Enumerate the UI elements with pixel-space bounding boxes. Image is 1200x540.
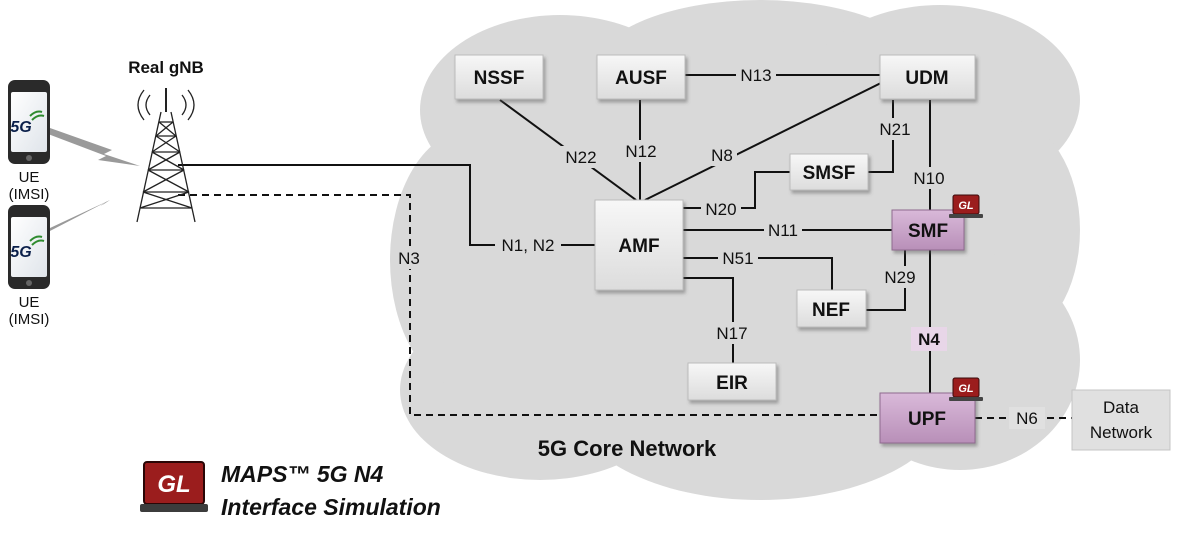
radio-link-1 — [48, 128, 140, 166]
ue-1-label-line1: UE — [19, 169, 40, 186]
udm-label: UDM — [905, 68, 948, 89]
udm-node — [879, 54, 976, 100]
caption-line2: Interface Simulation — [221, 494, 441, 520]
label-n11: N11 — [768, 221, 798, 240]
interface-labels: N1, N2 N3 N22 N12 N13 N8 N21 N10 N20 N11… — [392, 64, 1045, 429]
gl-badge-text: GL — [958, 200, 974, 212]
label-n12: N12 — [625, 142, 656, 161]
label-n1-n2: N1, N2 — [502, 236, 555, 255]
ausf-node — [596, 54, 686, 100]
label-n20: N20 — [705, 200, 736, 219]
core-network-cloud — [390, 0, 1080, 500]
ausf-label: AUSF — [615, 68, 667, 89]
label-n13: N13 — [740, 66, 771, 85]
data-network-node: Data Network — [1071, 389, 1171, 451]
gnb-tower-icon — [136, 88, 196, 223]
ue-5g-logo: 5G — [10, 119, 31, 136]
label-n21: N21 — [879, 120, 910, 139]
label-n4: N4 — [918, 330, 940, 349]
radio-link-2 — [48, 186, 140, 232]
smf-gl-badge: GL — [949, 194, 983, 218]
label-n51: N51 — [722, 249, 753, 268]
caption-line1: MAPS™ 5G N4 — [221, 461, 384, 487]
ue-2-label-line1: UE — [19, 294, 40, 311]
network-functions: NSSF AUSF UDM SMSF AMF SMF NEF EIR — [454, 54, 976, 444]
label-n22: N22 — [565, 148, 596, 167]
upf-label: UPF — [908, 409, 946, 430]
label-n8: N8 — [711, 146, 733, 165]
label-n3: N3 — [398, 249, 420, 268]
label-n29: N29 — [884, 268, 915, 287]
smsf-node — [789, 153, 869, 191]
gl-logo-icon: GL — [140, 461, 208, 512]
n8-link — [644, 76, 894, 201]
ue-2-label-line2: (IMSI) — [9, 311, 50, 328]
ue-1-label-line2: (IMSI) — [9, 186, 50, 203]
data-network-line1: Data — [1103, 398, 1139, 417]
nssf-label: NSSF — [474, 68, 525, 89]
label-n6: N6 — [1016, 409, 1038, 428]
amf-label: AMF — [618, 236, 659, 257]
nef-node — [796, 289, 867, 328]
label-n17: N17 — [716, 324, 747, 343]
smf-label: SMF — [908, 221, 948, 242]
label-n10: N10 — [913, 169, 944, 188]
radio-links — [48, 128, 140, 232]
ue-phone-1: 5G — [8, 80, 50, 164]
n3-link — [178, 194, 880, 416]
nef-label: NEF — [812, 300, 850, 321]
gl-logo-text: GL — [157, 471, 190, 498]
data-network-line2: Network — [1090, 423, 1153, 442]
upf-node — [879, 392, 976, 444]
eir-label: EIR — [716, 373, 748, 394]
core-network-title: 5G Core Network — [538, 436, 717, 461]
ue-5g-logo: 5G — [10, 244, 31, 261]
nssf-node — [454, 54, 544, 100]
ue-phone-2: 5G — [8, 205, 50, 289]
smsf-label: SMSF — [803, 163, 856, 184]
gl-badge-text: GL — [958, 383, 974, 395]
gnb-label: Real gNB — [128, 58, 204, 77]
amf-node — [594, 199, 684, 291]
eir-node — [687, 362, 777, 401]
upf-gl-badge: GL — [949, 377, 983, 401]
interface-lines — [178, 74, 931, 393]
